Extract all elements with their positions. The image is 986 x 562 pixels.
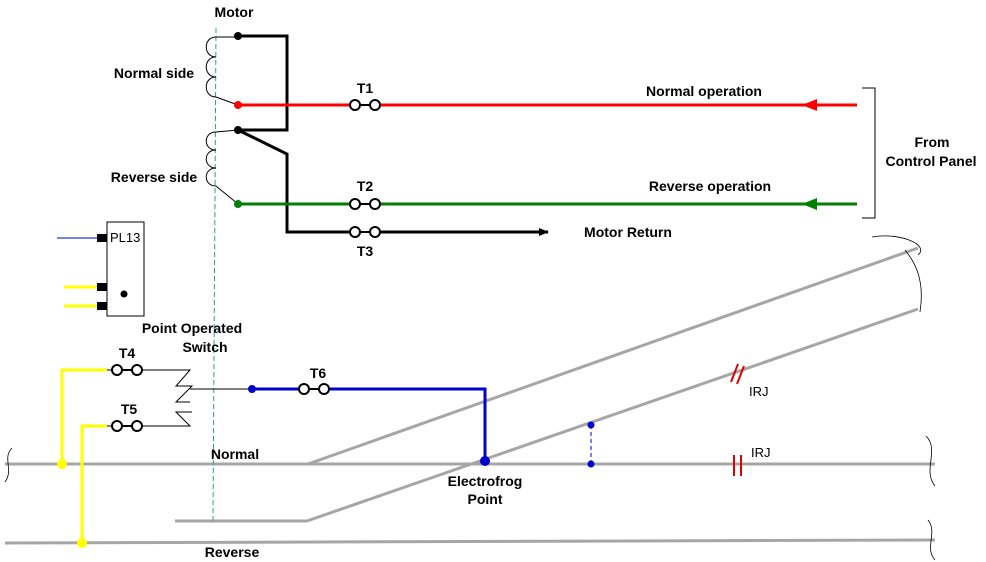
point-operated-label: Point Operated [142,320,242,336]
control-panel-label: Control Panel [885,153,976,169]
rail-break-upper [871,235,921,256]
rail-reverse [4,538,936,545]
from-label: From [915,134,950,150]
motor-return-label: Motor Return [584,224,672,240]
terminal-t5 [107,420,174,432]
irj-upper-mark [730,363,745,385]
t3-label: T3 [357,243,374,259]
normal-operation-label: Normal operation [646,83,762,99]
irj-upper-label: IRJ [749,384,769,399]
pl13-label: PL13 [110,230,140,245]
coil-reverse-side [205,131,217,187]
terminal-t1 [349,99,381,111]
electrofrog-label: Electrofrog [448,473,523,489]
frog-wire [252,387,487,460]
terminal-t4 [107,364,174,376]
rail-break-right-normal [925,435,936,487]
rail-diverging-upper [307,246,919,466]
t6-label: T6 [310,365,327,381]
motor-label: Motor [215,4,254,20]
control-panel-bracket [862,87,876,219]
coil-normal-side [205,36,217,98]
point-label: Point [468,491,503,507]
rail-diverging-lower [306,307,919,523]
t4-label: T4 [119,345,136,361]
t5-label: T5 [121,401,138,417]
normal-track-label: Normal [211,446,259,462]
irj-lower-mark [733,455,742,476]
t2-label: T2 [357,178,374,194]
reverse-side-label: Reverse side [111,169,198,185]
track-feed-wires [60,368,107,543]
rail-break-left [4,447,13,483]
terminal-t3 [349,226,381,238]
rail-break-upper-end [904,249,922,313]
irj-lower-label: IRJ [751,445,771,460]
motor-wire [237,34,549,236]
t1-label: T1 [357,80,374,96]
switch-label: Switch [182,339,227,355]
rail-break-marks [4,235,936,561]
terminal-t6 [298,383,330,395]
rail-break-right-reverse [927,519,936,561]
track-rails [4,246,936,545]
reverse-operation-label: Reverse operation [649,178,771,194]
reverse-track-label: Reverse [205,544,260,560]
pl13-switch [57,221,145,317]
normal-side-label: Normal side [114,65,194,81]
switch-contacts [174,369,252,427]
terminal-t2 [349,198,381,210]
electrofrog-point-dot [480,456,490,466]
motor-centerline [212,27,217,523]
